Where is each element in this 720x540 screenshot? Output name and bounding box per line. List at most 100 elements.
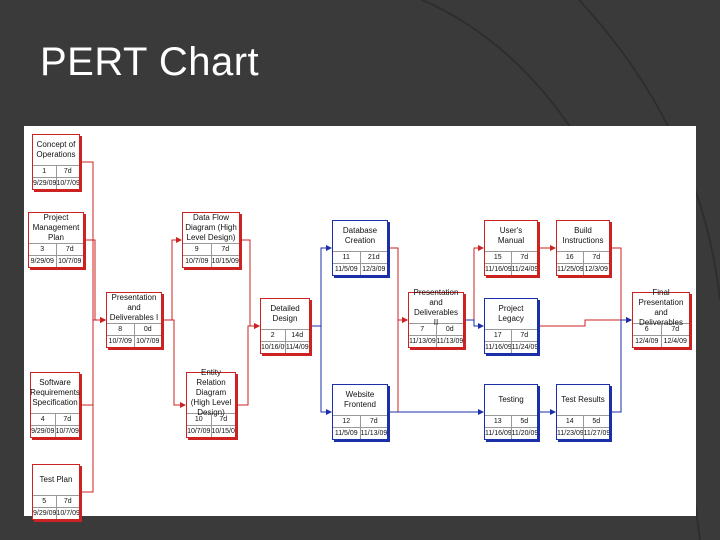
- connector-n8-n9: [162, 239, 179, 321]
- task-number: 12: [333, 416, 361, 427]
- task-number: 1: [33, 166, 57, 177]
- task-start-date: 11/16/09: [485, 428, 512, 439]
- task-start-date: 9/29/09: [29, 256, 57, 267]
- task-name: Software Requirements Specification: [30, 373, 80, 414]
- task-number: 4: [31, 414, 56, 425]
- task-number: 9: [183, 244, 212, 255]
- task-name: Project Management Plan: [29, 213, 83, 244]
- task-start-date: 9/29/09: [33, 508, 57, 519]
- task-start-date: 9/29/09: [33, 178, 57, 189]
- task-finish-date: 11/13/09: [436, 338, 464, 345]
- connector-n12-n7: [388, 319, 405, 413]
- task-number: 16: [557, 252, 584, 263]
- task-number: 2: [261, 330, 286, 341]
- arrowhead-n13-n14: [550, 409, 556, 415]
- arrowhead-n8-n9: [176, 237, 182, 243]
- task-duration: 7d: [520, 332, 529, 339]
- task-duration: 0d: [445, 326, 454, 333]
- task-duration: 7d: [63, 416, 72, 423]
- task-name: Testing: [485, 385, 537, 416]
- task-finish-date: 10/7/09: [136, 338, 160, 345]
- arrowhead-n12-n13: [478, 409, 484, 415]
- task-name: Detailed Design: [261, 299, 309, 330]
- task-number: 14: [557, 416, 584, 427]
- task-finish-date: 10/15/09: [211, 428, 236, 435]
- connector-n2-n12: [310, 325, 329, 413]
- task-duration: 7d: [65, 246, 74, 253]
- task-number: 17: [485, 330, 512, 341]
- task-finish-date: 11/20/09: [511, 430, 538, 437]
- task-duration: 14d: [291, 332, 304, 339]
- task-number: 13: [485, 416, 512, 427]
- connector-n17-n6: [538, 319, 629, 327]
- task-duration: 7d: [369, 418, 378, 425]
- arrowhead-n15-n16: [550, 245, 556, 251]
- connector-n7-n17: [464, 319, 481, 327]
- connector-n9-n2: [240, 239, 257, 327]
- task-start-date: 11/5/09: [333, 428, 361, 439]
- task-name: Entity Relation Diagram (High Level Desi…: [187, 368, 235, 417]
- task-finish-date: 11/27/09: [583, 430, 610, 437]
- arrowhead-n14-n6: [626, 317, 632, 323]
- connector-n8-n10: [162, 319, 183, 406]
- task-start-date: 12/4/09: [633, 336, 662, 347]
- connector-n10-n2: [236, 325, 257, 406]
- arrowhead-n10-n2: [254, 323, 260, 329]
- task-name: Presentation and Deliverables I: [107, 293, 161, 324]
- task-duration: 21d: [367, 254, 380, 261]
- task-duration: 7d: [219, 416, 228, 423]
- arrowhead-n7-n17: [478, 323, 484, 329]
- task-finish-date: 10/7/09: [56, 180, 80, 187]
- slide-title: PERT Chart: [40, 40, 260, 84]
- task-finish-date: 12/4/09: [663, 338, 687, 345]
- task-name: Data Flow Diagram (High Level Design): [183, 213, 239, 244]
- task-finish-date: 12/3/09: [362, 266, 386, 273]
- task-id-duration-row: 17 7d: [485, 330, 537, 342]
- task-start-date: 10/7/09: [107, 336, 135, 347]
- task-start-date: 11/25/09: [557, 264, 584, 275]
- task-duration: 7d: [520, 254, 529, 261]
- task-number: 3: [29, 244, 57, 255]
- task-start-date: 10/7/09: [187, 426, 212, 437]
- arrowhead-n12-n7: [402, 317, 408, 323]
- connector-n14-n6: [610, 319, 629, 413]
- task-start-date: 11/23/09: [557, 428, 584, 439]
- task-finish-date: 11/4/09: [285, 344, 309, 351]
- task-finish-date: 11/13/09: [360, 430, 388, 437]
- task-id-duration-row: 2 14d: [261, 330, 309, 342]
- task-node-n10[interactable]: Entity Relation Diagram (High Level Desi…: [186, 368, 236, 438]
